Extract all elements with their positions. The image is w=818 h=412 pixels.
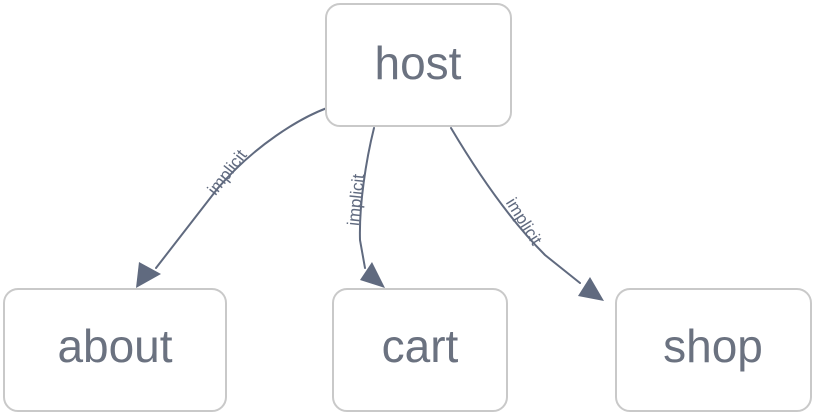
node-about-box bbox=[3, 288, 227, 412]
node-shop-label: shop bbox=[663, 320, 763, 372]
node-shop[interactable]: shop bbox=[615, 288, 812, 412]
node-cart-label: cart bbox=[382, 320, 459, 372]
edge-host-about[interactable]: implicit bbox=[136, 107, 328, 288]
edge-host-about-path bbox=[155, 107, 328, 269]
edge-host-shop-path bbox=[450, 127, 581, 284]
node-shop-box bbox=[615, 288, 812, 412]
node-cart[interactable]: cart bbox=[332, 288, 508, 412]
node-host-label: host bbox=[375, 37, 462, 89]
edge-host-cart-label: implicit bbox=[344, 173, 368, 227]
edge-host-cart-path bbox=[358, 127, 375, 269]
node-about[interactable]: about bbox=[3, 288, 227, 412]
edge-host-about-arrowhead bbox=[136, 262, 161, 288]
edge-host-cart[interactable]: implicit bbox=[344, 127, 385, 288]
node-cart-box bbox=[332, 288, 508, 412]
edge-host-about-label: implicit bbox=[204, 146, 251, 199]
edge-host-cart-arrowhead bbox=[360, 262, 385, 288]
edge-host-shop-label: implicit bbox=[502, 194, 546, 248]
edge-host-shop[interactable]: implicit bbox=[450, 127, 604, 301]
node-host-box bbox=[325, 3, 512, 127]
edge-host-shop-arrowhead bbox=[578, 277, 604, 301]
node-about-label: about bbox=[57, 320, 172, 372]
node-host[interactable]: host bbox=[325, 3, 512, 127]
